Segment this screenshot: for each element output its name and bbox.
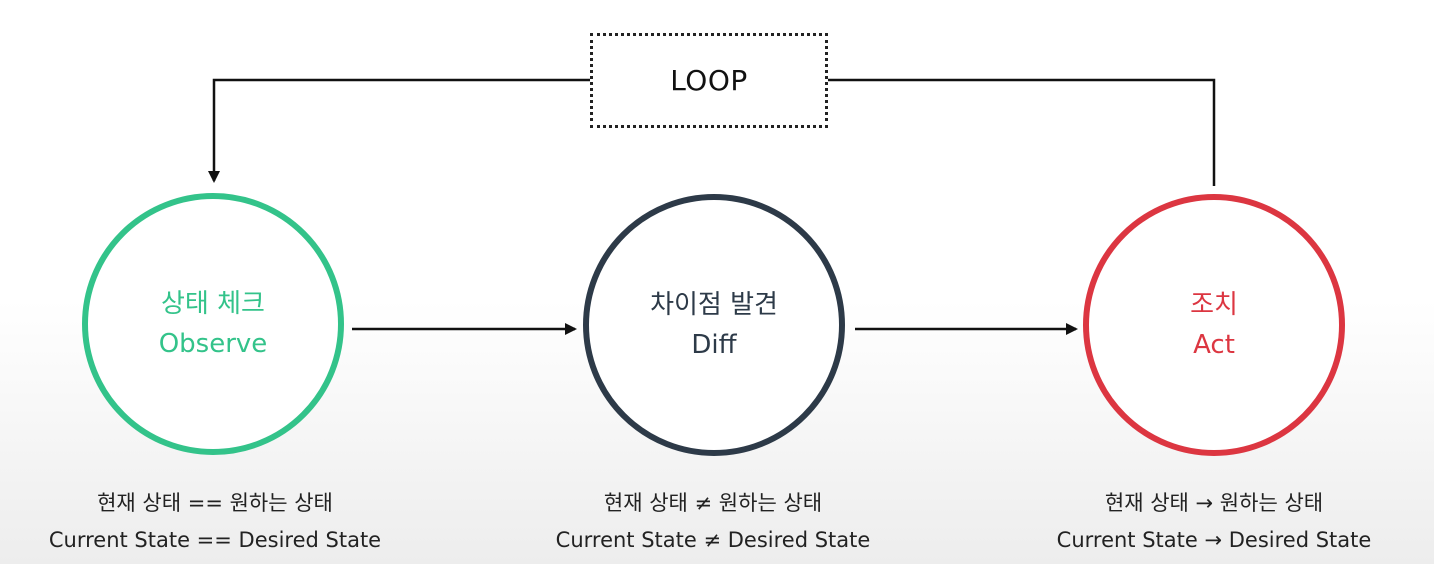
observe-caption: 현재 상태 == 원하는 상태 Current State == Desired… [5, 485, 425, 559]
act-caption-ko: 현재 상태 → 원하는 상태 [1104, 491, 1324, 515]
act-caption: 현재 상태 → 원하는 상태 Current State → Desired S… [1004, 485, 1424, 559]
act-title-en: Act [1193, 330, 1235, 360]
observe-title-en: Observe [158, 329, 268, 359]
act-caption-en: Current State → Desired State [1056, 528, 1372, 552]
loop-return-line-right [828, 78, 1216, 186]
observe-title-ko: 상태 체크 [161, 289, 265, 319]
diff-caption-en: Current State ≠ Desired State [555, 528, 871, 552]
loop-box: LOOP [590, 33, 828, 128]
loop-label: LOOP [670, 64, 748, 97]
loop-return-line-left [208, 78, 590, 183]
act-title-ko: 조치 [1190, 290, 1238, 320]
observe-caption-en: Current State == Desired State [48, 528, 382, 552]
diff-caption-ko: 현재 상태 ≠ 원하는 상태 [603, 491, 823, 515]
diff-node: 차이점 발견 Diff [583, 194, 845, 456]
diff-title-ko: 차이점 발견 [650, 290, 778, 320]
diff-title-en: Diff [691, 330, 737, 360]
diff-caption: 현재 상태 ≠ 원하는 상태 Current State ≠ Desired S… [503, 485, 923, 559]
observe-node: 상태 체크 Observe [82, 193, 344, 455]
observe-caption-ko: 현재 상태 == 원하는 상태 [97, 491, 333, 515]
act-node: 조치 Act [1083, 194, 1345, 456]
